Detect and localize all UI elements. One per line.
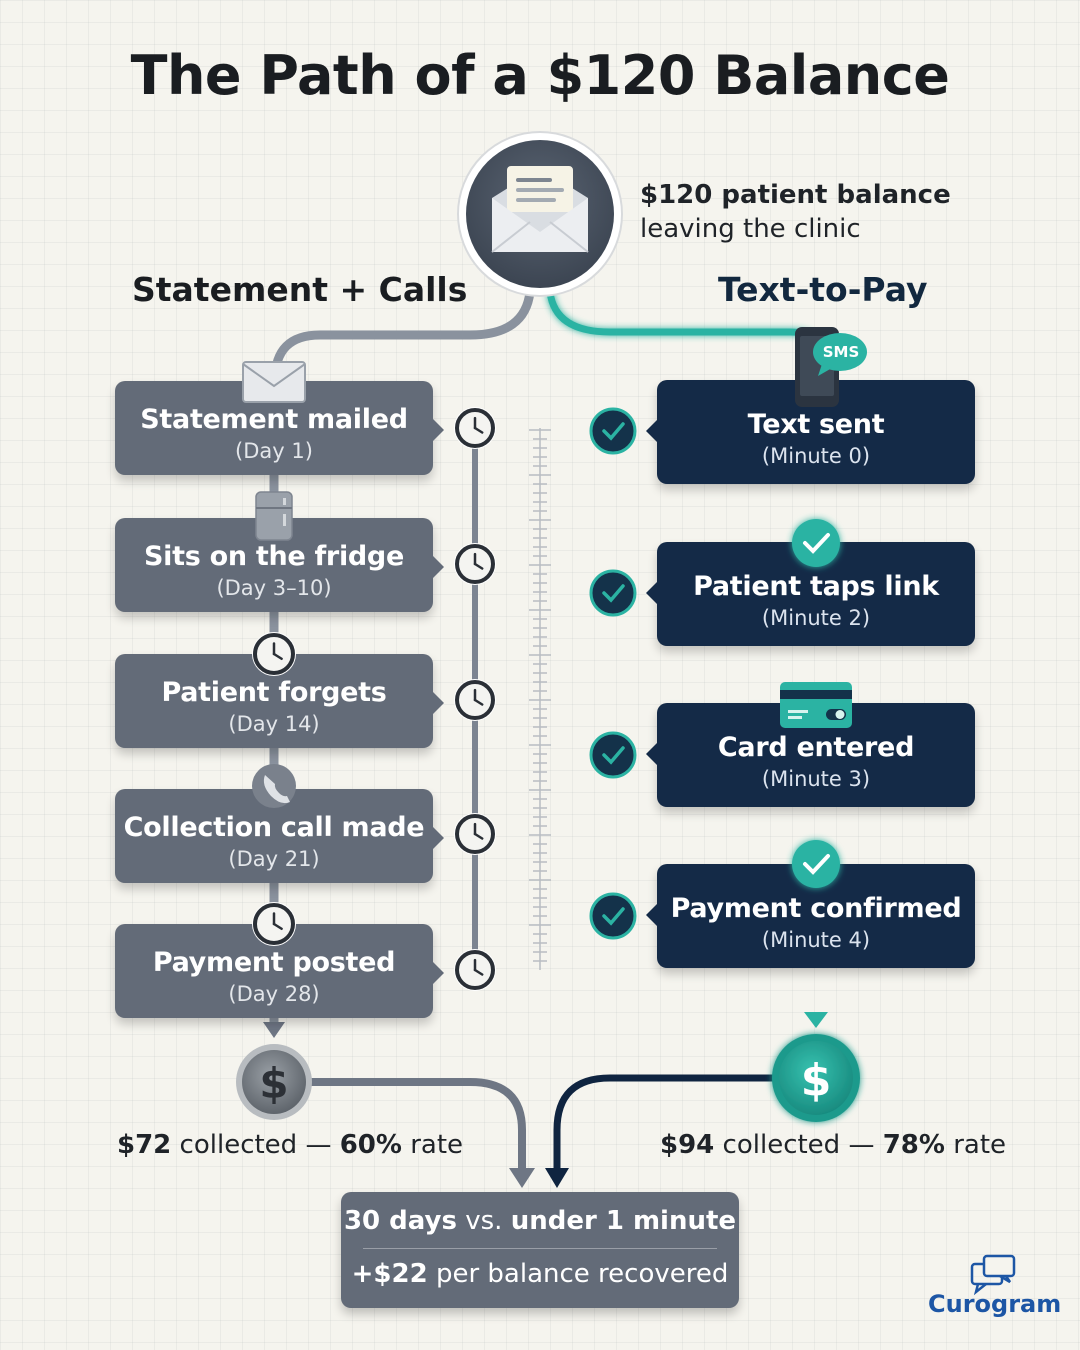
summary-line-1: 30 days vs. under 1 minute (341, 1192, 739, 1236)
right-result: $94 collected — 78% rate (660, 1130, 1006, 1160)
right-result-amount: $94 (660, 1130, 715, 1160)
left-step-collection-call: Collection call made (Day 21) (115, 789, 444, 883)
step-time: (Minute 0) (761, 444, 871, 468)
left-result-rate-word: rate (410, 1130, 464, 1160)
summary-minute: under 1 minute (510, 1206, 737, 1236)
step-label: Collection call made (123, 812, 425, 843)
left-step-statement-mailed: Statement mailed (Day 1) (115, 381, 444, 475)
step-time: (Day 14) (228, 712, 320, 736)
right-step-patient-taps-link: Patient taps link (Minute 2) (646, 542, 975, 646)
right-step-card-entered: Card entered (Minute 3) (646, 703, 975, 807)
left-result-rate: 60% (339, 1130, 402, 1160)
left-converge-arrow (300, 1078, 526, 1172)
step-time: (Minute 2) (761, 606, 871, 630)
left-result-amount: $72 (117, 1130, 172, 1160)
left-result: $72 collected — 60% rate (117, 1130, 463, 1160)
center-ruler (529, 428, 551, 970)
hero-caption: $120 patient balance leaving the clinic (640, 178, 951, 246)
hero-line-1: $120 patient balance (640, 180, 951, 210)
right-result-rate-word: rate (953, 1130, 1007, 1160)
right-step-payment-confirmed: Payment confirmed (Minute 4) (646, 864, 975, 968)
summary-days: 30 days (343, 1206, 457, 1236)
right-arrowhead (804, 1012, 828, 1028)
left-step-patient-forgets: Patient forgets (Day 14) (115, 654, 444, 748)
step-label: Statement mailed (140, 404, 408, 435)
right-result-rate: 78% (882, 1130, 945, 1160)
step-label: Patient taps link (693, 571, 939, 602)
sms-badge: SMS (822, 343, 860, 361)
step-label: Payment posted (152, 947, 396, 978)
summary-box: 30 days vs. under 1 minute +$22 per bala… (341, 1192, 739, 1308)
hero-envelope-icon (457, 131, 623, 297)
step-label: Card entered (717, 732, 915, 763)
summary-plus: +$22 (351, 1259, 428, 1289)
summary-line-2: +$22 per balance recovered (341, 1249, 739, 1289)
step-time: (Day 3–10) (216, 576, 332, 600)
step-time: (Minute 4) (761, 928, 871, 952)
step-label: Patient forgets (161, 677, 387, 708)
step-time: (Day 1) (235, 439, 313, 463)
summary-recovered: per balance recovered (435, 1259, 729, 1289)
step-time: (Day 28) (228, 982, 320, 1006)
right-result-collected: collected — (722, 1130, 875, 1160)
right-column-title: Text-to-Pay (718, 270, 928, 309)
left-branch-line (270, 287, 535, 385)
left-step-sits-on-fridge: Sits on the fridge (Day 3–10) (115, 518, 444, 612)
step-label: Payment confirmed (670, 893, 962, 924)
brand-logo-text: Curogram (928, 1290, 1062, 1318)
summary-divider (363, 1248, 717, 1249)
hero-line-2: leaving the clinic (640, 214, 861, 244)
step-time: (Day 21) (228, 847, 320, 871)
right-step-text-sent: Text sent (Minute 0) (646, 380, 975, 484)
step-time: (Minute 3) (761, 767, 871, 791)
step-label: Text sent (747, 409, 885, 440)
summary-vs: vs. (465, 1206, 503, 1236)
left-column-title: Statement + Calls (132, 270, 468, 309)
left-result-collected: collected — (179, 1130, 332, 1160)
left-step-payment-posted: Payment posted (Day 28) (115, 924, 444, 1018)
right-converge-arrow (553, 1074, 790, 1172)
step-label: Sits on the fridge (144, 541, 404, 572)
page-title: The Path of a $120 Balance (130, 44, 950, 107)
